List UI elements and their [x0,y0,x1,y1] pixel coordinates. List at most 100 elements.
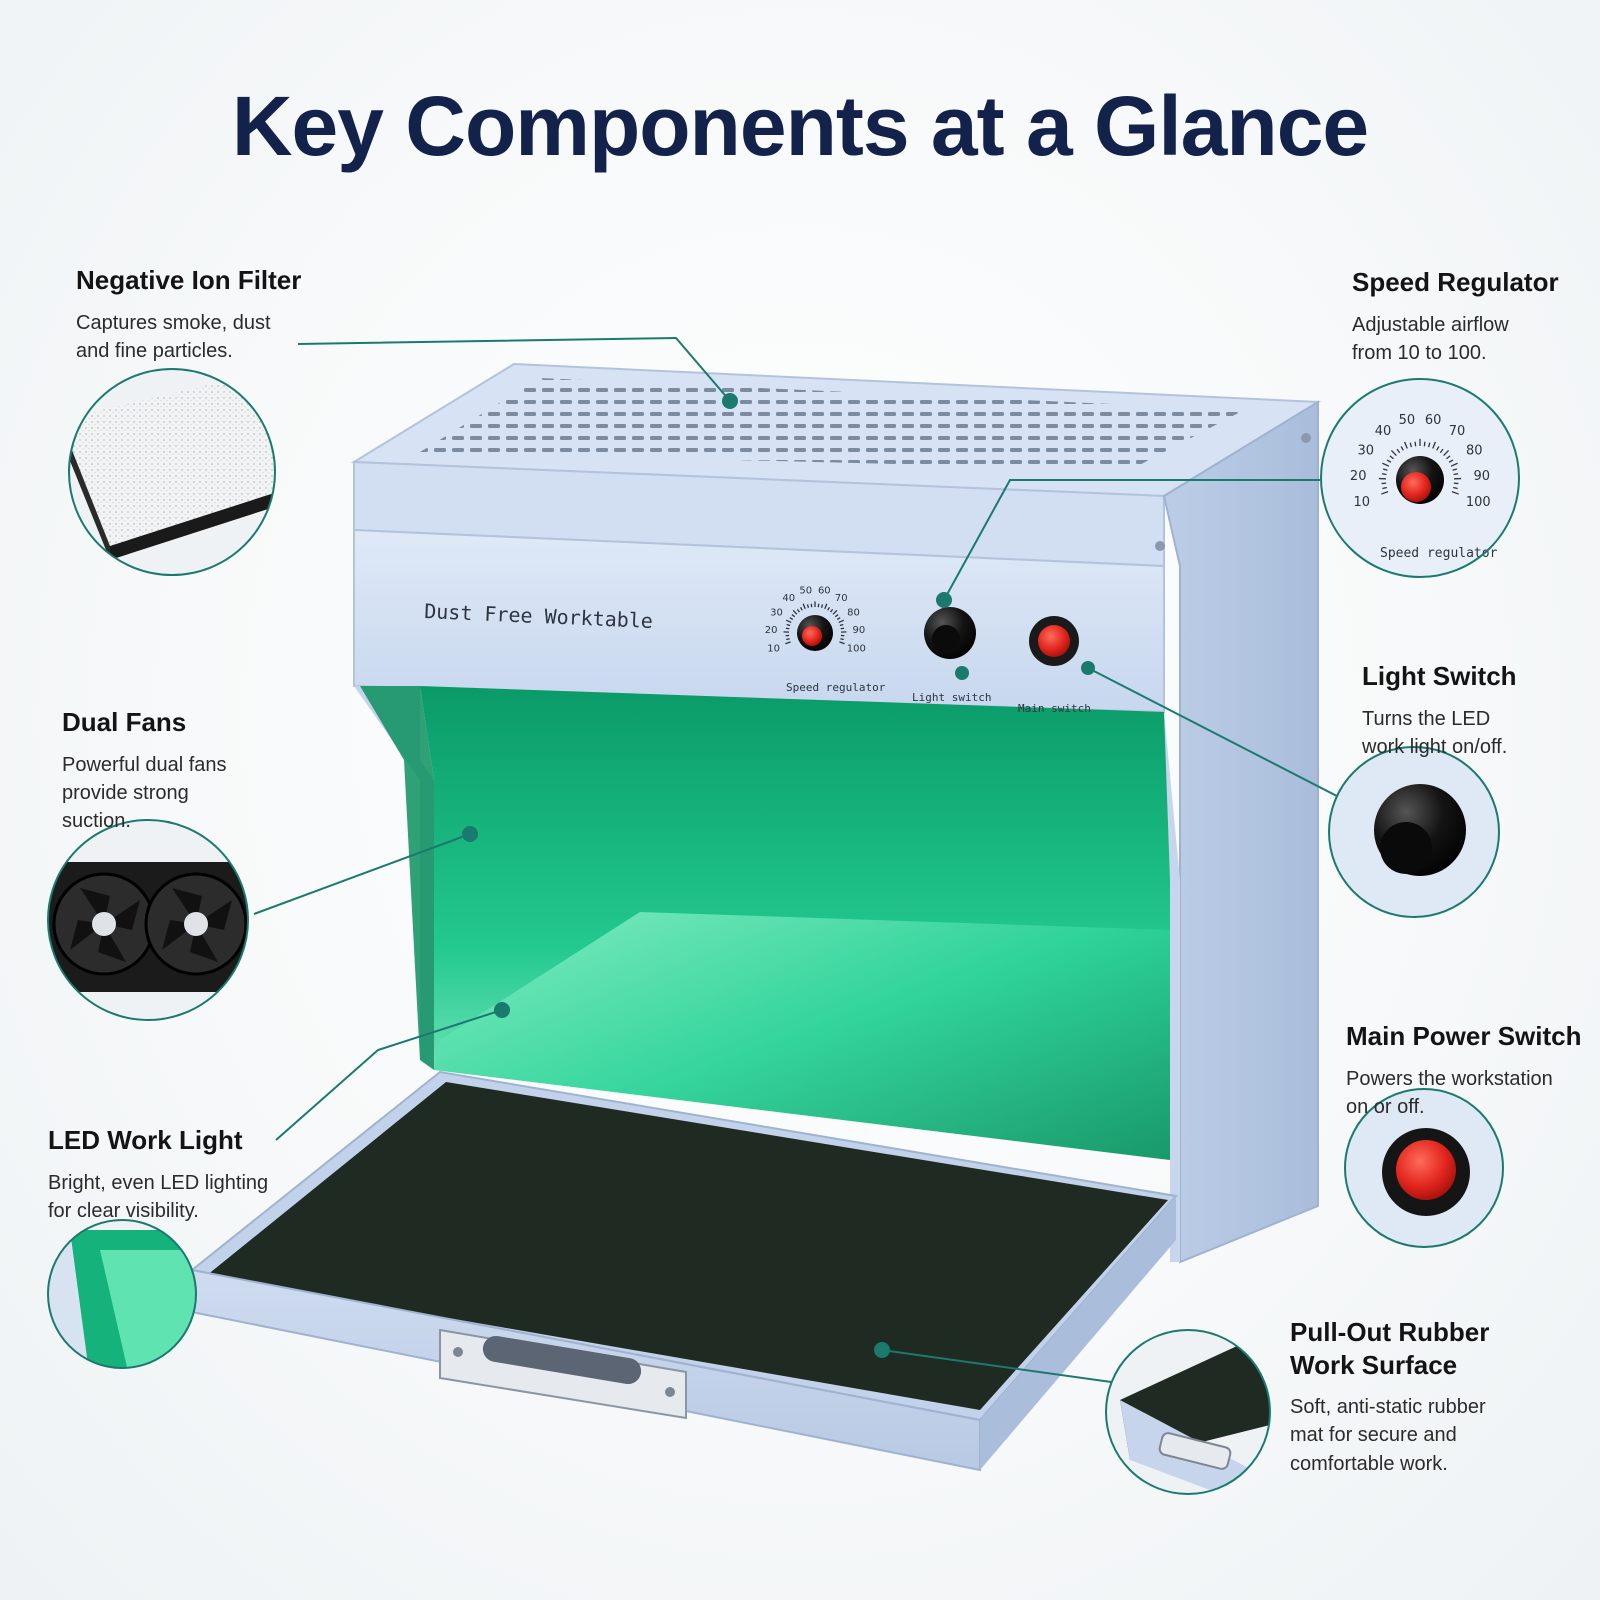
callout-title: Light Switch [1362,661,1517,691]
rubber-mat [206,1082,1168,1410]
dial-tick-label: 40 [782,593,795,604]
dial-tick-mark [1451,491,1459,495]
dial-tick-mark [840,627,845,630]
callout-desc: Captures smoke, dust and fine particles. [76,311,271,362]
dial-tick-mark [832,609,838,615]
callout-speed-regulator: Speed Regulator Adjustable airflow from … [1352,266,1592,367]
leader-dots [462,393,1095,1358]
dial-tick-mark [796,608,800,613]
dial-tick-mark [1390,449,1397,456]
callout-title: Speed Regulator [1352,267,1559,297]
callout-title: Pull-Out Rubber Work Surface [1290,1317,1490,1380]
dial-tick-mark [792,609,798,615]
dial-tick-label: 80 [1466,444,1483,459]
dial-tick-mark [789,617,794,621]
dial-tick-label: 20 [765,625,778,636]
dial-tick-label: 20 [1350,469,1367,484]
dial-tick-mark [834,614,839,618]
work-surface-detail-icon [1105,1329,1271,1495]
dial-tick-mark [806,604,810,609]
dual-fans-detail-icon [47,819,249,1021]
dial-tick-mark [1382,486,1387,490]
page-title: Key Components at a Glance [231,79,1369,173]
light-switch-detail-icon [1328,746,1500,918]
main-power-detail-icon [1344,1088,1504,1248]
callout-title: LED Work Light [48,1125,243,1155]
dial-tick-label: 100 [847,644,866,655]
side-panel [1162,400,1319,1264]
dial-tick-mark [824,603,828,610]
dial-tick-mark [839,623,844,627]
dial-tick-label: 50 [799,585,812,596]
callout-desc: Powerful dual fans provide strong suctio… [62,753,227,833]
dial-tick-mark [786,638,790,641]
dial-tick-label: 100 [1466,495,1491,510]
dial-tick-mark [1396,448,1401,454]
dial-tick-label: 10 [767,644,780,655]
dial-tick-mark [1443,449,1450,456]
dial-tick-label: 70 [835,593,848,604]
dial-tick-label: 60 [1425,413,1442,428]
dial-tick-mark [1452,468,1458,471]
dial-tick-label: 90 [1474,469,1491,484]
dial-tick-mark [1382,462,1390,467]
dial-tick-mark [827,606,831,611]
dial-tick-mark [802,603,806,610]
speed-detail-label: Speed regulator [1380,546,1498,561]
dial-tick-mark [785,619,792,624]
dial-tick-label: 40 [1375,424,1392,439]
top-vent-grille [420,378,1244,470]
dial-tick-label: 80 [847,607,860,618]
callout-led-work-light: LED Work Light Bright, even LED lighting… [48,1124,368,1225]
dial-tick-mark [786,623,791,627]
callout-main-power-switch: Main Power Switch Powers the workstation… [1346,1020,1596,1121]
dial-tick-label: 10 [1353,495,1370,510]
callout-desc: Adjustable airflow from 10 to 100. [1352,313,1509,364]
dial-tick-mark [1453,473,1459,476]
dial-tick-label: 30 [1357,444,1374,459]
dial-tick-label: 60 [818,585,831,596]
panel-light-switch [924,607,976,659]
leader-lines [253,336,1369,1387]
dial-tick-mark [1381,491,1389,495]
dial-tick-mark [1414,441,1417,447]
light-label: Light switch [912,691,991,704]
filter-detail-icon [68,368,276,576]
panel-speed-dial: 10 20 30 40 50 60 70 80 90 100 [765,585,866,654]
dial-tick-mark [1403,441,1408,449]
callout-desc: Turns the LED work light on/off. [1362,707,1508,758]
dial-tick-mark [785,641,791,645]
dial-tick-mark [838,619,845,624]
dial-tick-label: 30 [770,607,783,618]
dial-tick-mark [830,608,834,613]
dial-tick-mark [1448,459,1454,463]
callout-title: Dual Fans [62,707,187,737]
dial-tick-mark [840,638,844,641]
callout-negative-ion-filter: Negative Ion Filter Captures smoke, dust… [76,264,396,365]
dial-tick-mark [1423,441,1426,447]
dial-tick-mark [820,604,824,609]
callout-desc: Bright, even LED lighting for clear visi… [48,1171,269,1222]
dial-tick-mark [1400,446,1404,451]
panel-main-switch [1029,616,1079,666]
callout-pull-out-work-surface: Pull-Out Rubber Work Surface Soft, anti-… [1290,1316,1590,1478]
dial-tick-mark [1439,448,1444,454]
dial-tick-label: 90 [853,625,866,636]
callout-desc: Powers the workstation on or off. [1346,1067,1553,1118]
dial-tick-mark [1446,455,1451,460]
dial-ticks: 10 20 30 40 50 60 70 80 90 100 [765,585,866,654]
dial-tick-mark [1427,442,1431,448]
dial-tick-mark [1453,486,1458,490]
dial-tick-mark [1409,442,1413,448]
dial-tick-mark [836,617,841,621]
dial-tick-mark [1432,441,1437,449]
callout-desc: Soft, anti-static rubber mat for secure … [1290,1396,1486,1475]
dial-tick-mark [839,641,845,645]
dial-tick-mark [1386,459,1392,463]
dial-tick-mark [1450,462,1458,467]
dial-tick-label: 50 [1399,413,1416,428]
main-label: Main switch [1018,702,1091,715]
